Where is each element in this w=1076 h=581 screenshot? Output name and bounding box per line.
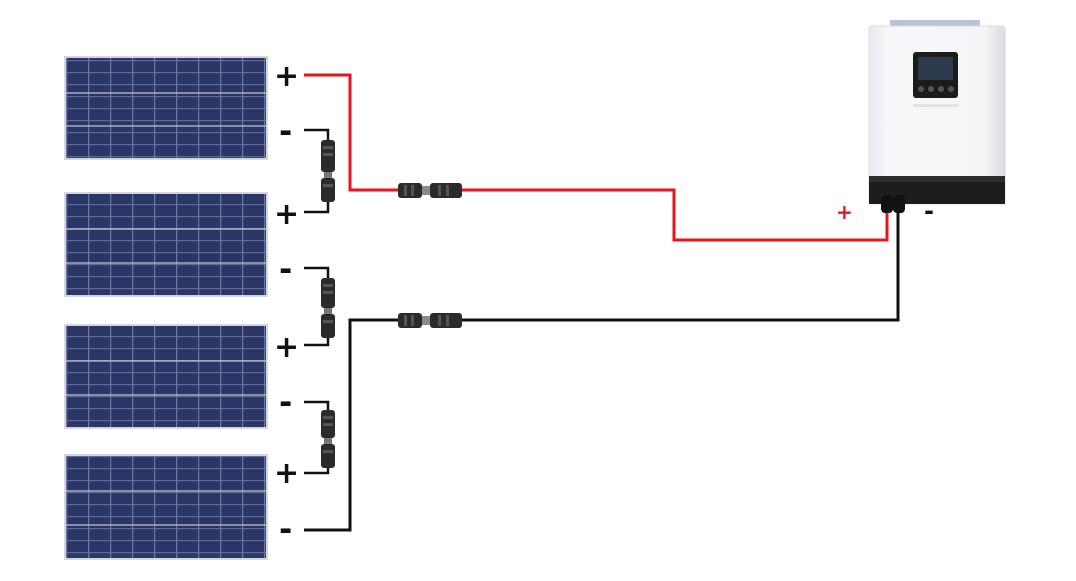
mc4-connector-icon: [398, 313, 462, 328]
panel-3-positive-label: +: [274, 330, 299, 365]
solar-panel-2: [64, 192, 268, 297]
panel-4-positive-label: +: [274, 456, 299, 491]
mc4-connector-icon: [321, 410, 335, 468]
panel-3-negative-label: -: [279, 383, 292, 421]
panel-2-positive-label: +: [274, 197, 299, 232]
panel-1-positive-label: +: [274, 59, 299, 94]
solar-panel-4: [64, 454, 268, 560]
positive-wire: [304, 73, 398, 192]
negative-wire: [462, 212, 900, 322]
panel-1-negative-label: -: [279, 112, 292, 150]
inverter-negative-label: -: [924, 197, 934, 225]
inverter-icon: [868, 20, 1006, 213]
mc4-connector-icon: [398, 183, 462, 198]
solar-panel-1: [64, 56, 268, 160]
panel-4-negative-label: -: [279, 510, 292, 548]
panel-2-negative-label: -: [279, 250, 292, 288]
positive-wire: [462, 188, 889, 242]
inverter-positive-label: +: [836, 200, 853, 224]
solar-panel-3: [64, 324, 268, 429]
negative-wire: [304, 318, 398, 532]
mc4-connector-icon: [321, 140, 335, 202]
series-jumper-2-3: [304, 266, 330, 347]
series-jumper-1-2: [304, 128, 330, 214]
mc4-connector-icon: [321, 278, 335, 338]
